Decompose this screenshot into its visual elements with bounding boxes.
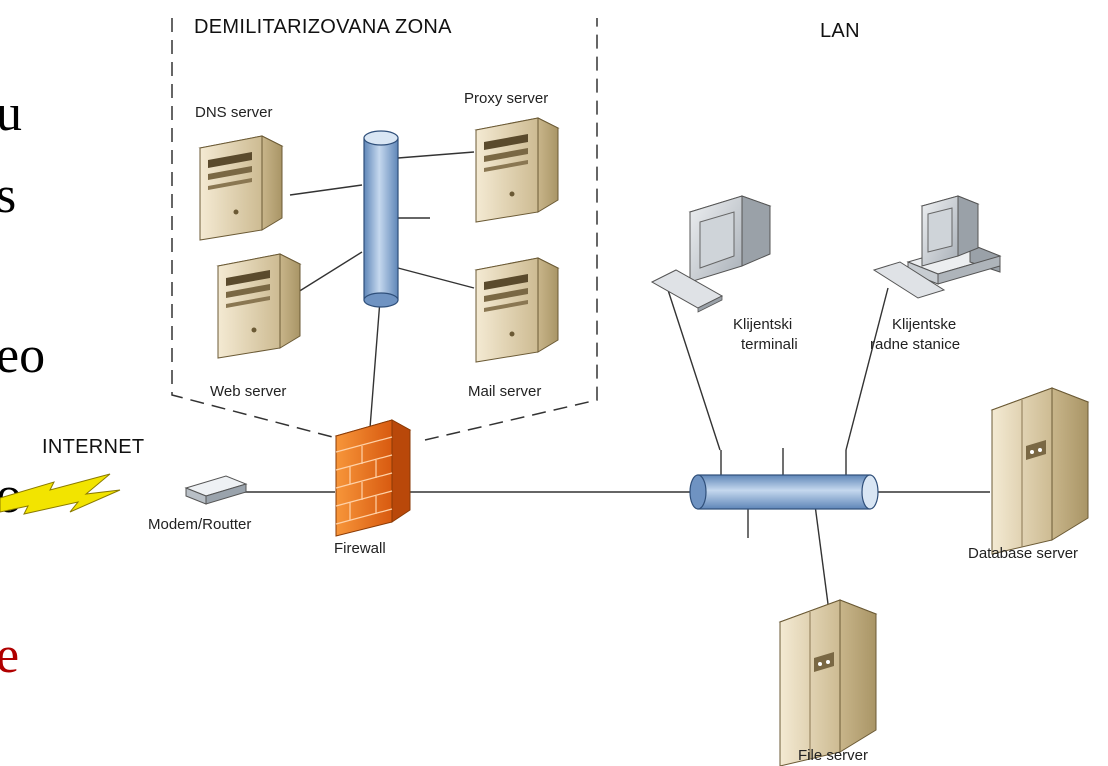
client-terminals-label: Klijentski terminali <box>733 316 798 353</box>
proxy-server-label: Proxy server <box>464 90 548 107</box>
side-fragment-highlight: e <box>0 627 19 684</box>
mail-server-icon <box>475 257 559 363</box>
internet-lightning-icon <box>0 473 121 515</box>
client-terminals-label-line: terminali <box>741 336 798 353</box>
modem-router-label: Modem/Routter <box>148 516 251 533</box>
dmz-boundary <box>171 18 598 441</box>
dns-server-icon <box>199 135 283 241</box>
client-terminal-icon <box>650 195 772 313</box>
database-server-label: Database server <box>968 545 1078 562</box>
dmz-backbone <box>363 130 399 308</box>
side-fragment: u <box>0 85 22 142</box>
mail-server-label: Mail server <box>468 383 541 400</box>
network-links <box>235 151 990 605</box>
file-server-label: File server <box>798 747 868 764</box>
database-server-icon <box>991 387 1089 555</box>
internet-label: INTERNET <box>42 436 144 458</box>
lan-backbone <box>689 474 879 510</box>
client-workstations-label-line: Klijentske <box>892 316 956 333</box>
firewall-label: Firewall <box>334 540 386 557</box>
client-workstation-icon <box>872 195 1002 299</box>
side-fragment: s <box>0 167 16 224</box>
modem-router-icon <box>184 475 248 505</box>
dns-server-label: DNS server <box>195 104 273 121</box>
client-terminals-label-line: Klijentski <box>733 316 792 333</box>
web-server-icon <box>217 253 301 359</box>
lan-zone-label: LAN <box>820 20 860 42</box>
firewall-icon <box>334 419 412 537</box>
dmz-zone-label: DEMILITARIZOVANA ZONA <box>194 16 452 38</box>
file-server-icon <box>779 599 877 766</box>
web-server-label: Web server <box>210 383 286 400</box>
client-workstations-label: Klijentske radne stanice <box>870 316 960 353</box>
side-text-column: u s eo o e <box>0 85 45 684</box>
client-workstations-label-line: radne stanice <box>870 336 960 353</box>
proxy-server-icon <box>475 117 559 223</box>
side-fragment: eo <box>0 327 45 384</box>
